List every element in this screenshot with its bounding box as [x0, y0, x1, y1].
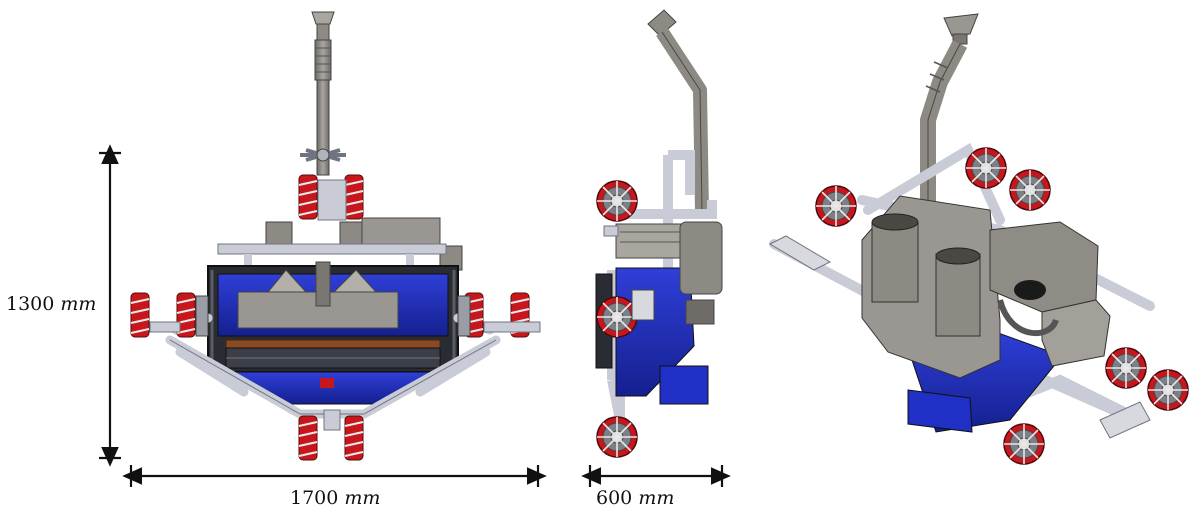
front-top-wheels [298, 174, 364, 221]
depth-dimension-label: 600 mm [596, 487, 674, 509]
front-view [130, 11, 541, 461]
width-dimension-label: 1700 mm [290, 487, 380, 509]
front-left-wheels [130, 292, 209, 338]
isometric-view [768, 13, 1189, 465]
height-dimension-line [99, 144, 121, 467]
front-right-wheels [457, 292, 541, 338]
height-dimension-label: 1300 mm [6, 293, 96, 315]
depth-dimension-line [581, 465, 731, 487]
depth-unit: mm [638, 487, 675, 509]
front-bottom-wheels [298, 409, 364, 461]
iso-hitch-bars [768, 235, 1151, 439]
iso-mast [920, 13, 979, 210]
side-view [595, 9, 723, 458]
width-unit: mm [344, 487, 381, 509]
depth-value: 600 [596, 487, 633, 509]
height-unit: mm [60, 293, 97, 315]
width-dimension-line [122, 465, 547, 487]
iso-housing [861, 195, 1111, 379]
height-value: 1300 [6, 293, 55, 315]
side-mast [647, 9, 709, 213]
front-mast [300, 11, 346, 176]
side-wheels [596, 180, 655, 458]
front-hopper [207, 261, 459, 373]
width-value: 1700 [290, 487, 339, 509]
side-housings [603, 221, 723, 325]
